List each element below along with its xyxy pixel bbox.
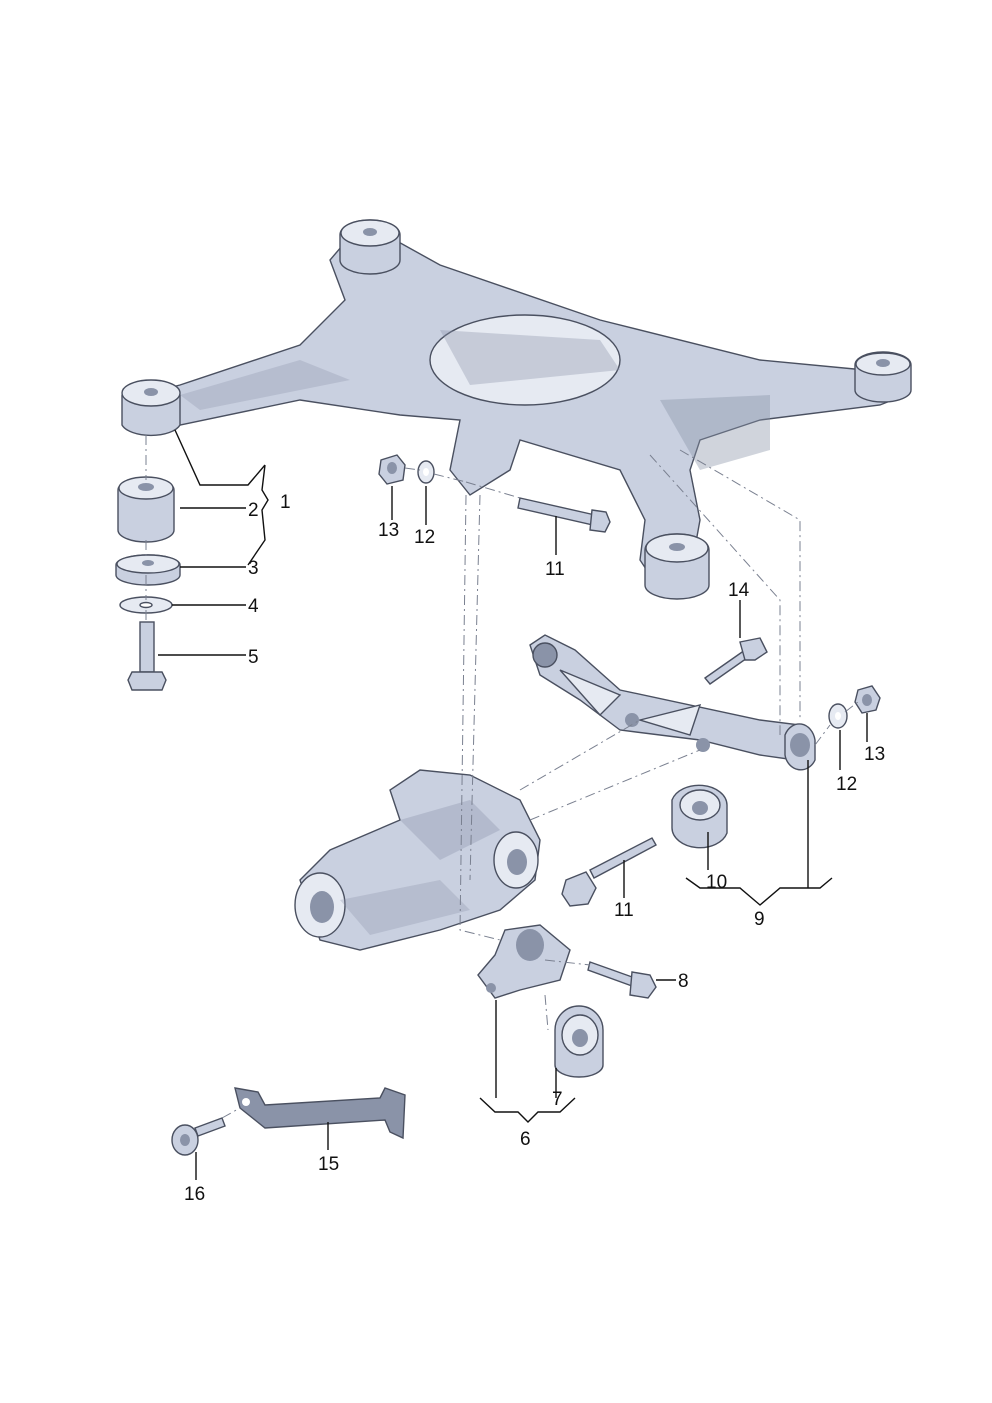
cross-member-mount [671, 784, 728, 849]
bracket-bushing [554, 1005, 604, 1078]
callout-15: 15 [318, 1154, 339, 1175]
callout-12-left: 12 [414, 527, 435, 548]
callout-14: 14 [728, 580, 750, 601]
rear-nut [854, 685, 881, 714]
washer [417, 460, 435, 484]
mount-bracket [477, 924, 571, 999]
bracket-bolt [587, 961, 657, 999]
callout-11-bottom: 11 [614, 900, 634, 921]
subframe [121, 219, 912, 600]
assembly-lines [221, 449, 859, 1119]
rear-washer [828, 703, 848, 729]
callout-labels: 1 2 3 4 5 6 7 8 9 10 11 11 12 12 13 13 1… [184, 492, 885, 1205]
callout-9: 9 [754, 909, 765, 930]
bracket-strap [234, 1087, 406, 1140]
long-bolt [561, 837, 657, 907]
callout-12-right: 12 [836, 774, 857, 795]
callout-4: 4 [248, 596, 259, 617]
callout-8: 8 [678, 971, 689, 992]
callout-13-left: 13 [378, 520, 399, 541]
callout-3: 3 [248, 558, 259, 579]
leader-lines [158, 429, 868, 1180]
cross-member [529, 634, 816, 771]
bushing-washer [115, 554, 181, 586]
callout-16: 16 [184, 1184, 205, 1205]
strap-screw [171, 1117, 226, 1156]
callout-1: 1 [280, 492, 291, 513]
callout-7: 7 [552, 1089, 563, 1110]
callout-6: 6 [520, 1129, 531, 1150]
mounting-bolt [517, 497, 611, 533]
callout-5: 5 [248, 647, 259, 668]
differential-housing [294, 769, 541, 951]
callout-10: 10 [706, 872, 727, 893]
callout-11-top: 11 [545, 559, 565, 580]
callout-13-right: 13 [864, 744, 885, 765]
cross-member-bolt [703, 637, 768, 685]
hex-nut [378, 454, 406, 485]
callout-2: 2 [248, 500, 259, 521]
hex-bolt [127, 621, 167, 691]
rubber-bushing [117, 476, 175, 543]
